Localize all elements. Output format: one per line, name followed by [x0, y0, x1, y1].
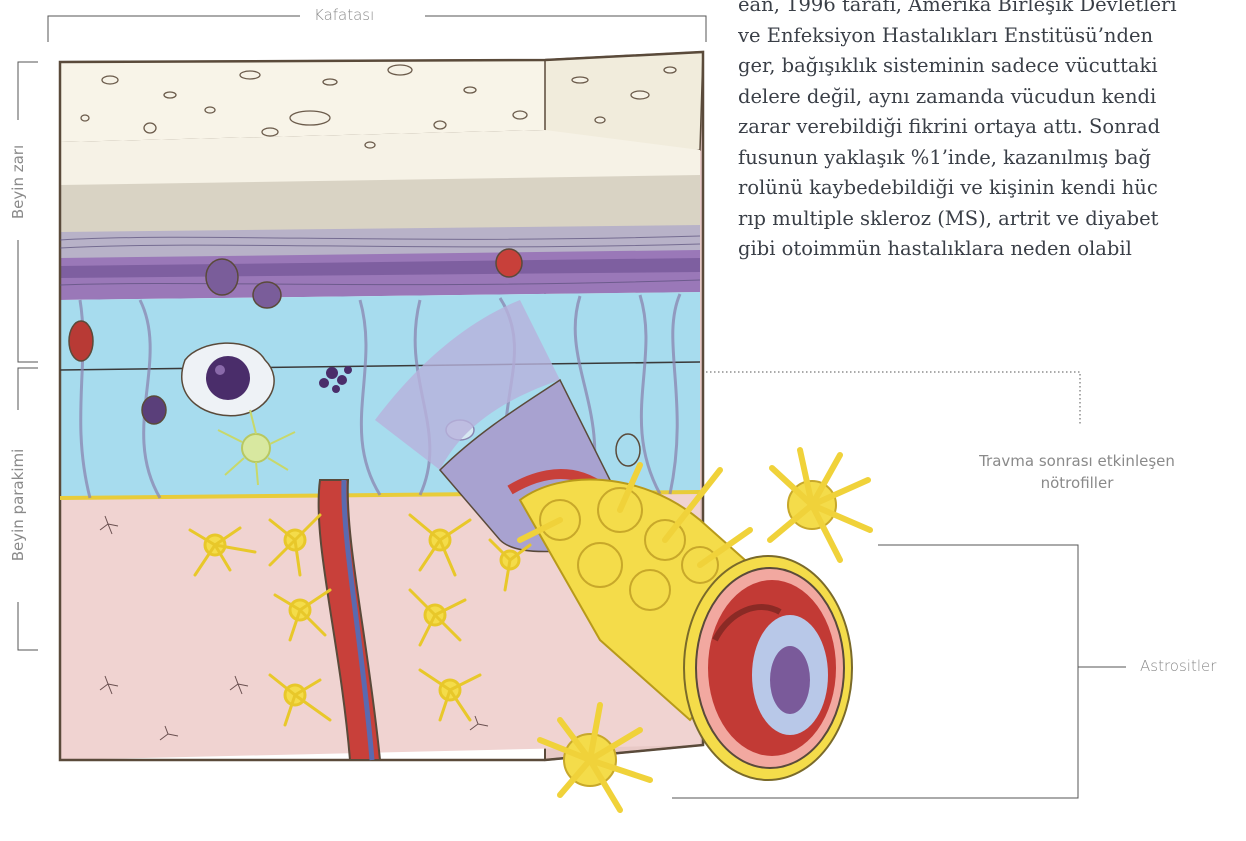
neutrophil-label: Travma sonrası etkinleşen nötrofiller — [946, 450, 1208, 494]
body-line: ger, bağışıklık sisteminin sadece vücutt… — [738, 51, 1246, 82]
skull-label: Kafatası — [314, 6, 374, 24]
body-line: rolünü kaybedebildiği ve kişinin kendi h… — [738, 173, 1246, 204]
parenchyma-bracket-bottom — [18, 602, 38, 650]
body-line: delere değil, aynı zamanda vücudun kendi — [738, 82, 1246, 113]
skull-bracket-right — [425, 16, 706, 42]
neutrophil-label-line-2: nötrofiller — [946, 472, 1208, 494]
skull-layer — [60, 60, 545, 142]
body-line: zarar verebildiği fikrini ortaya attı. S… — [738, 112, 1246, 143]
meninges-bracket-bottom — [18, 240, 38, 362]
body-line: gibi otoimmün hastalıklara neden olabil — [738, 234, 1246, 265]
meninges-bracket-top — [18, 62, 38, 120]
meninges-label: Beyin zarı — [9, 135, 27, 229]
parenchyma-label: Beyin parakimi — [9, 441, 27, 569]
neutrophil-label-line-1: Travma sonrası etkinleşen — [946, 450, 1208, 472]
body-line: ean, 1996 tarafı, Amerika Birleşik Devle… — [738, 0, 1246, 21]
body-line: rıp multiple skleroz (MS), artrit ve diy… — [738, 204, 1246, 235]
parenchyma-bracket-top — [18, 368, 38, 410]
body-line: ve Enfeksiyon Hastalıkları Enstitüsü’nde… — [738, 21, 1246, 52]
skull-bracket-left — [48, 16, 300, 42]
astrocytes-label: Astrositler — [1140, 657, 1216, 675]
body-paragraph: ean, 1996 tarafı, Amerika Birleşik Devle… — [738, 0, 1246, 290]
astrocyte-large — [770, 450, 870, 560]
body-line: fusunun yaklaşık %1’inde, kazanılmış bağ — [738, 143, 1246, 174]
macrophage-cell — [182, 343, 274, 416]
